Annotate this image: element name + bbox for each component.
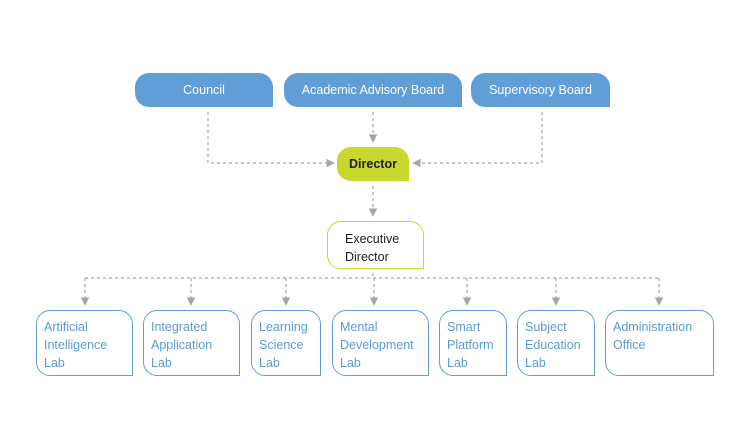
executive-director-line: Executive xyxy=(345,232,400,246)
lab-smart-platform: Smart Platform Lab xyxy=(439,310,507,376)
academic-advisory-board-box: Academic Advisory Board xyxy=(284,73,462,107)
executive-director-box: Executive Director xyxy=(327,221,424,269)
lab-name-line: Lab xyxy=(259,356,280,370)
lab-name-line: Lab xyxy=(44,356,65,370)
lab-name-line: Learning xyxy=(259,320,308,334)
supervisory-board-label: Supervisory Board xyxy=(489,83,592,97)
lab-name-line: Development xyxy=(340,338,414,352)
director-box: Director xyxy=(337,147,409,181)
lab-name-line: Intelligence xyxy=(44,338,108,352)
connector-supervisory-director xyxy=(412,112,543,168)
lab-artificial-intelligence: Artificial Intelligence Lab xyxy=(36,310,133,376)
lab-name-line: Lab xyxy=(340,356,361,370)
lab-name-line: Lab xyxy=(151,356,172,370)
lab-name-line: Lab xyxy=(447,356,468,370)
executive-director-line: Director xyxy=(345,250,389,264)
lab-name-line: Artificial xyxy=(44,320,88,334)
director-label: Director xyxy=(349,157,397,171)
lab-name-line: Subject xyxy=(525,320,567,334)
lab-name-line: Application xyxy=(151,338,213,352)
lab-integrated-application: Integrated Application Lab xyxy=(143,310,240,376)
administration-office: Administration Office xyxy=(605,310,714,376)
lab-mental-development: Mental Development Lab xyxy=(332,310,429,376)
lab-name-line: Education xyxy=(525,338,581,352)
council-box: Council xyxy=(135,73,273,107)
lab-name-line: Integrated xyxy=(151,320,208,334)
lab-learning-science: Learning Science Lab xyxy=(251,310,321,376)
lab-name-line: Mental xyxy=(340,320,378,334)
lab-name-line: Smart xyxy=(447,320,481,334)
lab-name-line: Platform xyxy=(447,338,494,352)
academic-advisory-board-label: Academic Advisory Board xyxy=(301,83,445,97)
lab-name-line: Administration xyxy=(613,320,693,334)
lab-subject-education: Subject Education Lab xyxy=(517,310,595,376)
connector-council-director xyxy=(207,112,335,168)
lab-name-line: Office xyxy=(613,338,646,352)
council-label: Council xyxy=(183,83,225,97)
lab-name-line: Science xyxy=(259,338,304,352)
lab-name-line: Lab xyxy=(525,356,546,370)
supervisory-board-box: Supervisory Board xyxy=(471,73,610,107)
